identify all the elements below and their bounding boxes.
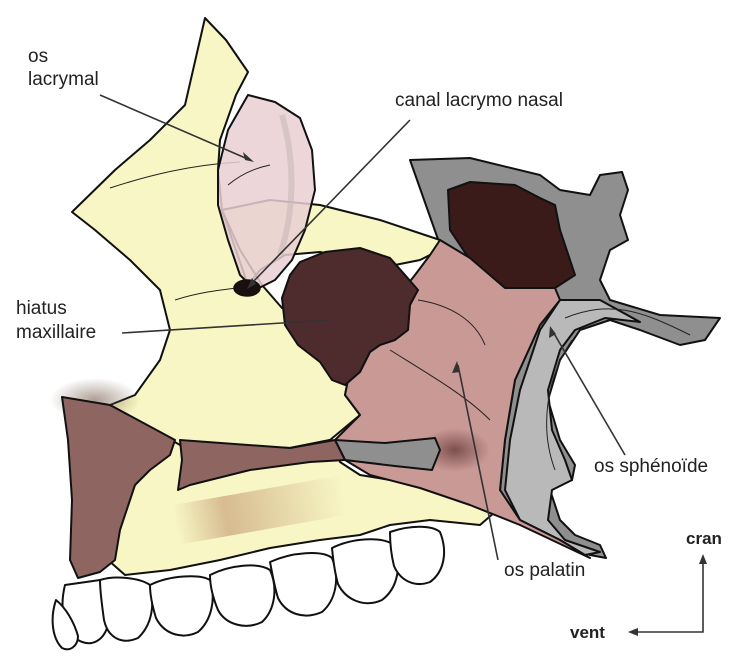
leader-hiatus [121, 319, 331, 334]
orientation-axes [634, 560, 704, 633]
label-os-sphenoide: os sphénoïde [594, 456, 708, 477]
leader-os-lacrymal [99, 94, 251, 161]
lacrimal-canal-opening [233, 279, 261, 297]
tooth-7 [389, 525, 446, 585]
arrowhead-os-palatin [452, 361, 460, 373]
label-hiatus-line1: hiatus [16, 298, 67, 319]
tooth-6 [331, 538, 399, 605]
teeth-row [51, 525, 446, 651]
tooth-5 [269, 552, 338, 617]
label-os-lacrymal-line2: lacrymal [28, 69, 99, 90]
sphenoid-bone [409, 157, 721, 559]
tooth-2 [99, 576, 154, 642]
lacrimal-highlight [277, 114, 295, 256]
palatine-contour-line-1 [417, 299, 486, 346]
orientation-indicator: cran vent [570, 529, 722, 642]
leader-os-palatin [457, 364, 499, 561]
palatine-contour-line-2 [389, 349, 491, 421]
palatine-process-anterior [61, 396, 176, 579]
label-hiatus-line2: maxillaire [16, 322, 96, 343]
maxilla-shading [172, 475, 348, 545]
tooth-4 [209, 564, 276, 627]
arrowhead-cran [699, 554, 707, 564]
leader-lines [99, 94, 626, 561]
palatine-process-posterior [177, 439, 346, 491]
sphenoid-contour-line [564, 308, 691, 336]
arrowhead-os-lacrymal [243, 152, 254, 162]
arrowhead-vent [628, 628, 638, 636]
arrowhead-os-sphenoide [549, 326, 556, 338]
labels: os lacrymal canal lacrymo nasal hiatus m… [16, 46, 708, 581]
label-os-lacrymal-line1: os [28, 46, 48, 67]
leader-canal-lacrymo-nasal [249, 119, 411, 286]
palatine-process-left [61, 396, 346, 579]
label-cran: cran [686, 529, 722, 548]
sphenoid-pterygoid-plate [504, 299, 641, 556]
arrowhead-canal [247, 278, 256, 289]
leader-os-sphenoide [551, 329, 626, 456]
tooth-3 [149, 575, 214, 637]
label-canal-lacrymo-nasal: canal lacrymo nasal [395, 90, 563, 111]
lacrimal-bone [217, 94, 316, 291]
label-vent: vent [570, 623, 605, 642]
label-os-palatin: os palatin [504, 560, 585, 581]
lacrimal-contour [227, 164, 271, 186]
palatine-grey-process [334, 437, 441, 471]
sphenoid-ridge-line [546, 339, 573, 471]
maxillary-hiatus [281, 247, 419, 386]
tooth-8 [51, 599, 79, 651]
